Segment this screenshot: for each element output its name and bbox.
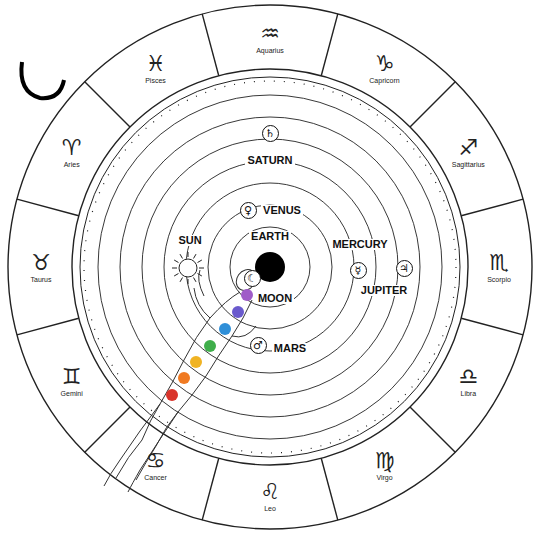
planet-name: EARTH	[249, 231, 291, 242]
divider	[461, 199, 523, 216]
planet-name: MOON	[256, 293, 294, 304]
star-dots	[84, 81, 456, 453]
planet-name: MERCURY	[330, 239, 389, 250]
zodiac-sign: ♒Aquarius	[256, 22, 284, 55]
zodiac-sign: ♐Sagittarius	[452, 136, 485, 169]
sign-name: Sagittarius	[452, 160, 485, 169]
sign-glyph: ♎	[458, 365, 478, 389]
zodiac-sign: ♉Taurus	[30, 251, 51, 284]
divider	[17, 318, 79, 335]
zodiac-sign: ♈Aries	[62, 136, 82, 169]
divider	[202, 14, 219, 76]
sign-name: Leo	[260, 504, 280, 513]
sign-name: Taurus	[30, 275, 51, 284]
orbit	[186, 183, 354, 351]
zodiac-sign: ♏Scorpio	[487, 251, 511, 284]
sign-glyph: ♉	[30, 251, 51, 275]
planet-name: VENUS	[261, 205, 303, 216]
sign-dividers	[17, 14, 523, 520]
sign-name: Scorpio	[487, 275, 511, 284]
orbit	[120, 117, 420, 417]
zodiac-sign: ♋Cancer	[144, 449, 167, 482]
zodiac-sign: ♓Pisces	[145, 52, 166, 85]
sign-glyph: ♐	[452, 136, 485, 160]
planet-name: JUPITER	[359, 285, 409, 296]
orbit	[164, 161, 376, 373]
sign-glyph: ♊	[61, 365, 83, 389]
outer-ring	[8, 5, 532, 529]
planet-symbol: ☿	[350, 262, 367, 279]
zodiac-sign: ♊Gemini	[61, 365, 83, 398]
divider	[410, 82, 455, 127]
divider	[202, 458, 219, 520]
divider	[321, 14, 338, 76]
sign-name: Gemini	[61, 389, 83, 398]
swoosh	[21, 62, 64, 98]
sign-glyph: ♏	[487, 251, 511, 275]
sign-glyph: ♋	[144, 449, 167, 473]
zodiac-sign: ♎Libra	[458, 365, 478, 398]
sign-glyph: ♑	[369, 52, 399, 76]
planet-symbol: ♀	[240, 202, 257, 219]
sign-glyph: ♍	[375, 449, 395, 473]
divider	[321, 458, 338, 520]
divider	[410, 407, 455, 452]
divider	[461, 318, 523, 335]
zodiac-sign: ♑Capricorn	[369, 52, 399, 85]
sign-name: Pisces	[145, 76, 166, 85]
sign-name: Capricorn	[369, 76, 399, 85]
planet-symbol: ☾	[244, 270, 261, 287]
divider	[85, 407, 130, 452]
divider	[17, 199, 79, 216]
planet-name: MARS	[272, 343, 308, 354]
planet-symbol: ♂	[250, 337, 267, 354]
chakra-dots	[166, 289, 253, 401]
sign-name: Virgo	[375, 473, 395, 482]
planet-name: SUN	[176, 235, 203, 246]
orbit	[142, 139, 398, 395]
zodiac-sign: ♍Virgo	[375, 449, 395, 482]
sign-name: Aquarius	[256, 46, 284, 55]
sign-name: Aries	[62, 160, 82, 169]
zodiac-sign: ♌Leo	[260, 480, 280, 513]
orbit	[230, 227, 310, 307]
sign-glyph: ♓	[145, 52, 166, 76]
inner-ring	[72, 69, 468, 465]
sign-glyph: ♈	[62, 136, 82, 160]
orbit	[208, 205, 332, 329]
planet-symbol: ♃	[396, 260, 413, 277]
orbit	[98, 95, 442, 439]
divider	[85, 82, 130, 127]
orbit	[80, 77, 460, 457]
sign-glyph: ♌	[260, 480, 280, 504]
sign-name: Cancer	[144, 473, 167, 482]
sign-name: Libra	[458, 389, 478, 398]
human-figure	[104, 266, 260, 492]
planet-symbol: ♄	[262, 125, 279, 142]
sign-glyph: ♒	[256, 22, 284, 46]
planet-name: SATURN	[245, 155, 294, 166]
